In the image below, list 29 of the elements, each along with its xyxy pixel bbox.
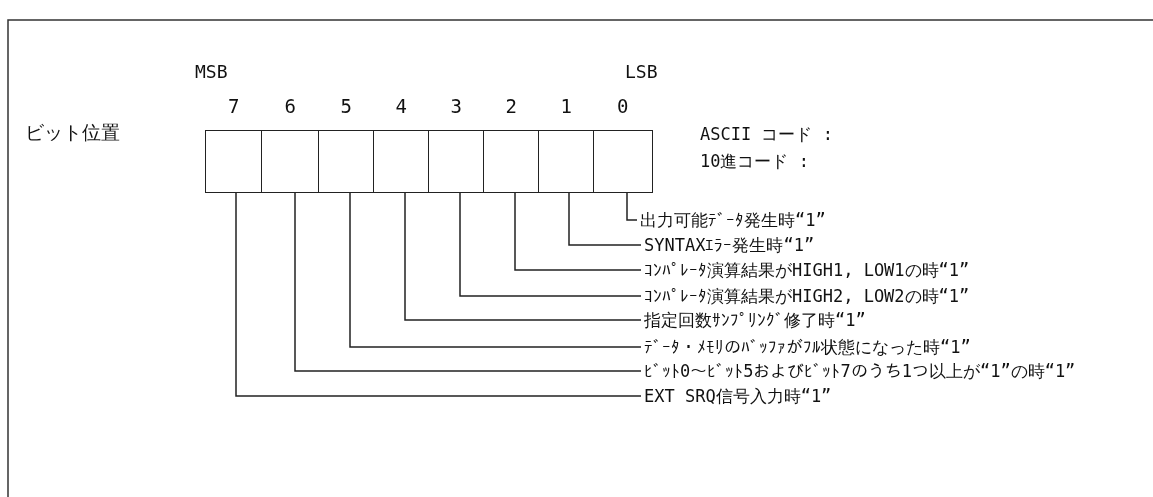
code-label: 10進コード :: [700, 151, 809, 171]
bit-number: 2: [504, 95, 518, 117]
bit-description: 出力可能ﾃﾞｰﾀ発生時“1”: [640, 210, 826, 230]
bit-description: EXT SRQ信号入力時“1”: [644, 386, 832, 406]
bit-number: 3: [449, 95, 463, 117]
leader-line: [568, 192, 642, 246]
bit-number: 7: [227, 95, 241, 117]
bit-number: 6: [283, 95, 297, 117]
bit-number: 5: [339, 95, 353, 117]
bit-description: SYNTAXｴﾗｰ発生時“1”: [644, 235, 815, 255]
row-label: ビット位置: [25, 122, 120, 142]
code-label: ASCII コード :: [700, 124, 833, 144]
leader-line: [235, 192, 642, 397]
msb-label: MSB: [195, 62, 228, 82]
bit-description: ｺﾝﾊﾟﾚｰﾀ演算結果がHIGH2, LOW2の時“1”: [644, 286, 970, 306]
bit-description: 指定回数ｻﾝﾌﾟﾘﾝｸﾞ修了時“1”: [644, 310, 866, 330]
bit-number: 0: [616, 95, 630, 117]
leader-line: [626, 192, 638, 221]
bit-description: ﾃﾞｰﾀ・ﾒﾓﾘのﾊﾞｯﾌｧがﾌﾙ状態になった時“1”: [644, 337, 971, 357]
lsb-label: LSB: [625, 62, 658, 82]
leader-line: [459, 192, 642, 297]
bit-number: 1: [559, 95, 573, 117]
bit-description: ｺﾝﾊﾟﾚｰﾀ演算結果がHIGH1, LOW1の時“1”: [644, 260, 970, 280]
leader-line: [294, 192, 642, 372]
bit-description: ﾋﾞｯﾄ0～ﾋﾞｯﾄ5およびﾋﾞｯﾄ7のうち1つ以上が“1”の時“1”: [644, 361, 1076, 381]
bit-number: 4: [394, 95, 408, 117]
leader-line: [404, 192, 642, 321]
leader-line: [349, 192, 642, 348]
leader-line: [514, 192, 642, 271]
